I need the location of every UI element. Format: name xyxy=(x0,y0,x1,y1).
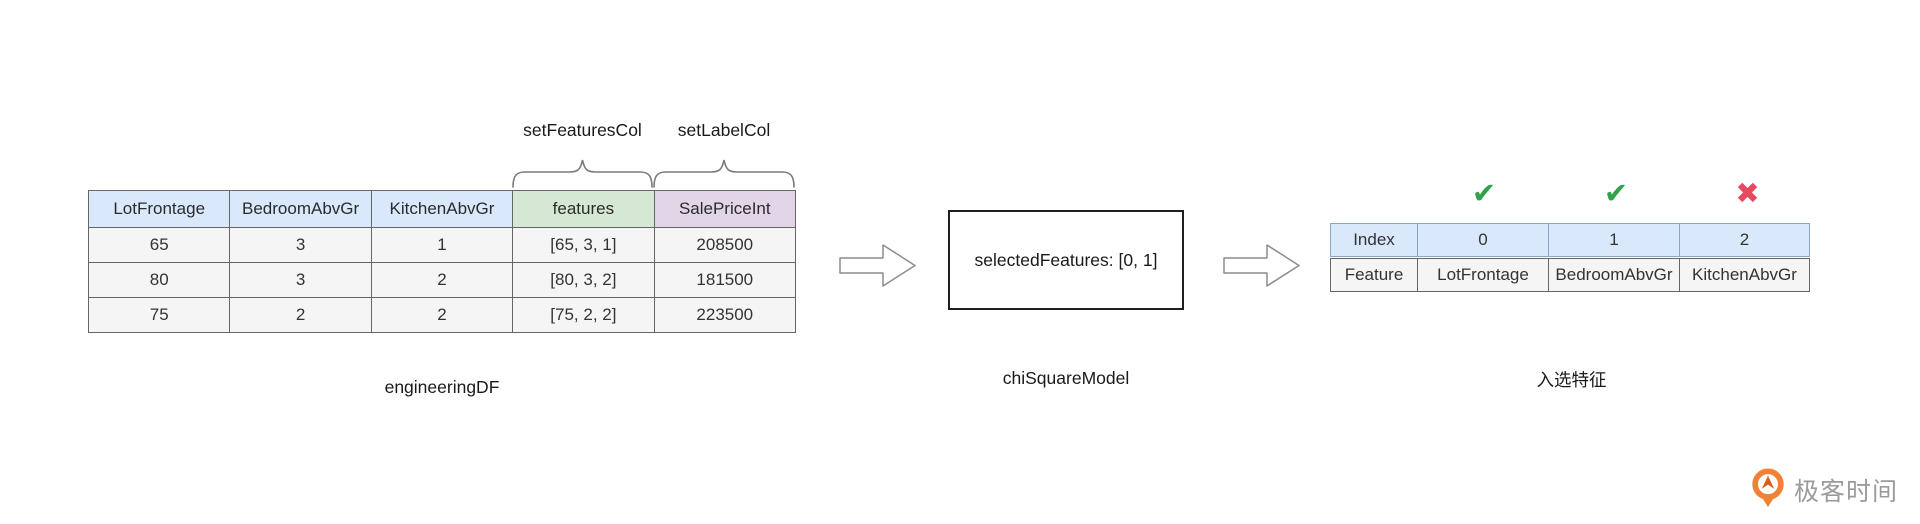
table-header-row: LotFrontage BedroomAbvGr KitchenAbvGr fe… xyxy=(87,190,797,228)
column-header-label: SalePriceInt xyxy=(653,190,797,228)
check-icon: ✔ xyxy=(1471,176,1497,210)
table-cell: 1 xyxy=(370,227,514,263)
engineering-dataframe-table: LotFrontage BedroomAbvGr KitchenAbvGr fe… xyxy=(87,190,797,333)
table-cell: BedroomAbvGr xyxy=(1548,258,1680,292)
geektime-logo-text: 极客时间 xyxy=(1794,477,1899,506)
selected-features-caption: 入选特征 xyxy=(1536,370,1607,390)
table-cell: 223500 xyxy=(653,297,797,333)
table-row: 75 2 2 [75, 2, 2] 223500 xyxy=(87,297,797,333)
table-row: 65 3 1 [65, 3, 1] 208500 xyxy=(87,227,797,263)
table-row: 80 3 2 [80, 3, 2] 181500 xyxy=(87,262,797,298)
cross-icon: ✖ xyxy=(1735,176,1760,210)
table-cell: 75 xyxy=(87,297,231,333)
column-header: LotFrontage xyxy=(87,190,231,228)
table-cell: 2 xyxy=(1679,223,1810,257)
column-header: KitchenAbvGr xyxy=(370,190,514,228)
table-cell: 2 xyxy=(370,297,514,333)
set-label-col-label: setLabelCol xyxy=(677,120,771,140)
selected-features-text: selectedFeatures: [0, 1] xyxy=(974,249,1158,270)
table-cell: 208500 xyxy=(653,227,797,263)
table-cell: [75, 2, 2] xyxy=(512,297,655,333)
engineering-df-caption: engineeringDF xyxy=(384,377,500,397)
geektime-logo: 极客时间 xyxy=(1749,466,1898,513)
table-cell: Index xyxy=(1330,223,1418,257)
table-cell: 3 xyxy=(229,262,372,298)
table-cell: 181500 xyxy=(653,262,797,298)
table-cell: 80 xyxy=(87,262,231,298)
table-cell: 2 xyxy=(229,297,372,333)
chi-square-model-box: selectedFeatures: [0, 1] xyxy=(948,210,1184,310)
set-features-col-label: setFeaturesCol xyxy=(523,120,642,140)
table-cell: Feature xyxy=(1330,258,1418,292)
column-header-features: features xyxy=(512,190,655,228)
label-col-brace-icon xyxy=(653,155,795,188)
check-icon: ✔ xyxy=(1603,176,1629,210)
table-cell: LotFrontage xyxy=(1417,258,1549,292)
flow-arrow-icon xyxy=(839,242,917,294)
geektime-logo-icon xyxy=(1749,466,1787,513)
table-cell: [65, 3, 1] xyxy=(512,227,655,263)
table-cell: 0 xyxy=(1417,223,1549,257)
table-cell: 3 xyxy=(229,227,372,263)
table-cell: 2 xyxy=(370,262,514,298)
table-cell: 1 xyxy=(1548,223,1680,257)
flow-arrow-icon xyxy=(1223,242,1301,294)
table-cell: KitchenAbvGr xyxy=(1679,258,1810,292)
column-header: BedroomAbvGr xyxy=(229,190,372,228)
result-feature-row: Feature LotFrontage BedroomAbvGr Kitchen… xyxy=(1330,258,1810,292)
table-cell: [80, 3, 2] xyxy=(512,262,655,298)
result-index-row: Index 0 1 2 xyxy=(1330,223,1810,257)
features-brace-icon xyxy=(512,155,653,188)
table-cell: 65 xyxy=(87,227,231,263)
chi-square-model-caption: chiSquareModel xyxy=(1002,368,1130,388)
